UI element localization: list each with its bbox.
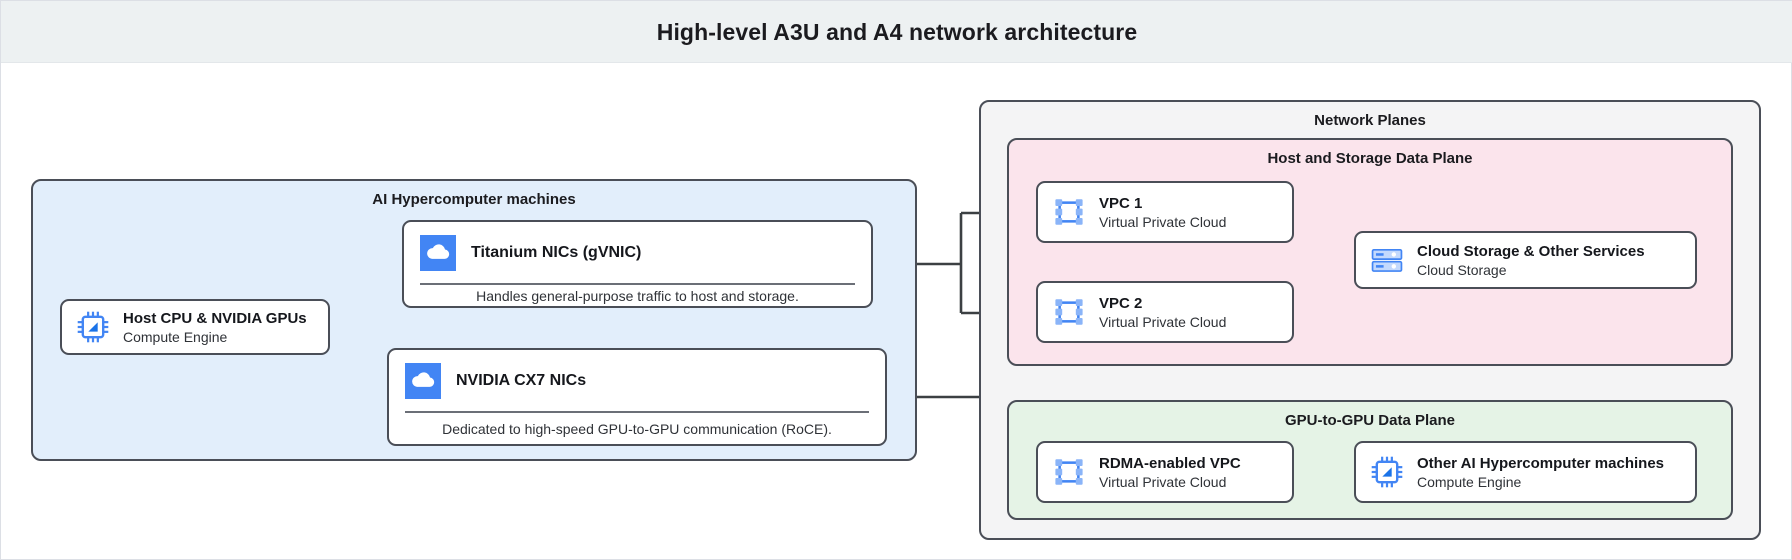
node-title: Other AI Hypercomputer machines (1417, 454, 1665, 472)
node-text: VPC 1 Virtual Private Cloud (1099, 195, 1226, 230)
group-title-machines: AI Hypercomputer machines (372, 191, 576, 208)
card-description: Dedicated to high-speed GPU-to-GPU commu… (442, 420, 832, 437)
card-header: Titanium NICs (gVNIC) (404, 222, 871, 283)
node-text: Host CPU & NVIDIA GPUs Compute Engine (123, 310, 307, 345)
node-title: VPC 1 (1099, 194, 1143, 212)
node-subtitle: Virtual Private Cloud (1099, 473, 1227, 490)
cloud-icon (405, 363, 441, 399)
node-subtitle: Cloud Storage (1417, 261, 1507, 278)
group-title-host-plane: Host and Storage Data Plane (1267, 150, 1473, 167)
node-cloud-storage-other-services[interactable]: Cloud Storage & Other Services Cloud Sto… (1354, 231, 1697, 289)
card-title: Titanium NICs (gVNIC) (471, 244, 642, 261)
vpc-icon (1055, 299, 1083, 325)
card-divider (405, 411, 869, 413)
node-title: VPC 2 (1099, 294, 1143, 312)
node-host-cpu-nvidia-gpus[interactable]: Host CPU & NVIDIA GPUs Compute Engine (60, 299, 330, 355)
card-description: Handles general-purpose traffic to host … (476, 287, 799, 304)
storage-icon (1371, 248, 1403, 272)
cpu-chip-icon (1371, 456, 1403, 488)
node-subtitle: Virtual Private Cloud (1099, 313, 1227, 330)
node-title: RDMA-enabled VPC (1099, 454, 1241, 472)
vpc-icon (1055, 459, 1083, 485)
node-title: Host CPU & NVIDIA GPUs (123, 309, 307, 327)
page-title: High-level A3U and A4 network architectu… (656, 18, 1138, 45)
cpu-chip-icon (77, 311, 109, 343)
card-nvidia-cx7-nics[interactable]: NVIDIA CX7 NICs Dedicated to high-speed … (387, 348, 887, 446)
card-header: NVIDIA CX7 NICs (389, 350, 885, 411)
group-title-planes: Network Planes (1314, 112, 1426, 129)
vpc-icon (1055, 199, 1083, 225)
card-title: NVIDIA CX7 NICs (456, 372, 587, 389)
card-divider (420, 283, 855, 285)
node-text: RDMA-enabled VPC Virtual Private Cloud (1099, 455, 1241, 490)
node-subtitle: Virtual Private Cloud (1099, 213, 1227, 230)
node-text: Other AI Hypercomputer machines Compute … (1417, 455, 1664, 490)
header-bar: High-level A3U and A4 network architectu… (1, 1, 1792, 63)
cloud-icon (420, 235, 456, 271)
node-rdma-enabled-vpc[interactable]: RDMA-enabled VPC Virtual Private Cloud (1036, 441, 1294, 503)
group-title-gpu-plane: GPU-to-GPU Data Plane (1284, 412, 1456, 429)
node-subtitle: Compute Engine (1417, 473, 1522, 490)
node-text: Cloud Storage & Other Services Cloud Sto… (1417, 243, 1645, 278)
node-subtitle: Compute Engine (123, 328, 228, 345)
node-other-ai-hypercomputer-machines[interactable]: Other AI Hypercomputer machines Compute … (1354, 441, 1697, 503)
card-titanium-nics[interactable]: Titanium NICs (gVNIC) Handles general-pu… (402, 220, 873, 308)
node-vpc-1[interactable]: VPC 1 Virtual Private Cloud (1036, 181, 1294, 243)
node-text: VPC 2 Virtual Private Cloud (1099, 295, 1226, 330)
node-vpc-2[interactable]: VPC 2 Virtual Private Cloud (1036, 281, 1294, 343)
node-title: Cloud Storage & Other Services (1417, 242, 1645, 260)
